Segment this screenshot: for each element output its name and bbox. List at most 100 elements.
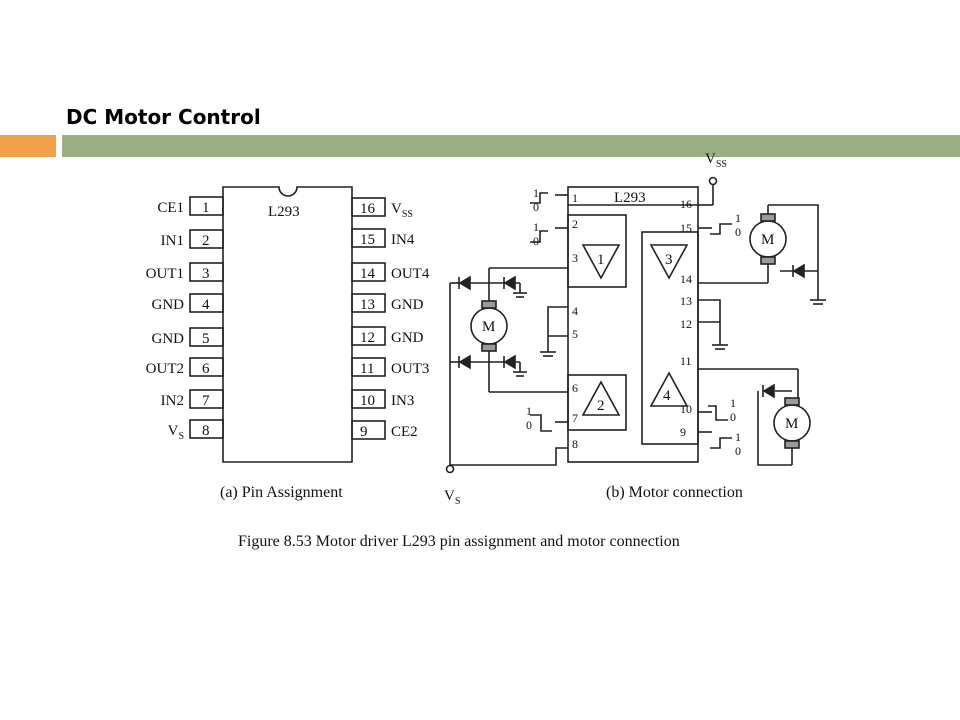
motor-1-label: M	[482, 319, 495, 335]
pin-number: 13	[360, 297, 375, 313]
right-pin-box	[351, 197, 386, 217]
logic-low-label: 0	[526, 418, 532, 432]
chip-pin-number: 6	[572, 381, 578, 395]
left-pin-box	[189, 419, 224, 439]
motor-connection-diagram	[445, 176, 826, 474]
driver-4-triangle	[649, 371, 689, 407]
pin-number: 10	[360, 393, 375, 409]
logic-high-label: 1	[533, 186, 539, 200]
pin-number: 1	[202, 200, 210, 216]
pin-number: 12	[360, 330, 375, 346]
logic-low-label: 0	[735, 444, 741, 458]
left-pin-box	[189, 262, 224, 282]
driver-2-triangle	[581, 380, 621, 416]
chip-label-b: L293	[614, 190, 646, 206]
vs-terminal	[445, 464, 455, 474]
vs-label: VS	[444, 488, 460, 507]
vss-label: VSS	[705, 151, 727, 170]
pin-number: 4	[202, 297, 210, 313]
driver-3-triangle	[649, 244, 689, 280]
pin-number: 16	[360, 201, 376, 217]
chip-pin-number: 16	[680, 197, 692, 211]
logic-high-label: 1	[735, 430, 741, 444]
pin-number: 11	[360, 361, 374, 377]
pin-name: GND	[152, 331, 185, 347]
pin-name: CE1	[157, 200, 184, 216]
pin-name: OUT3	[391, 361, 429, 377]
left-pin-box	[189, 357, 224, 377]
left-pin-box	[189, 293, 224, 313]
chip-pin-number: 1	[572, 191, 578, 205]
driver-2-label: 2	[597, 398, 605, 414]
pin-number: 8	[202, 423, 210, 439]
logic-low-label: 0	[533, 234, 539, 248]
driver-3-label: 3	[665, 252, 673, 268]
logic-high-label: 1	[533, 220, 539, 234]
chip-pin-number: 4	[572, 304, 578, 318]
motor-connection-caption: (b) Motor connection	[606, 484, 743, 501]
chip-pin-number: 8	[572, 437, 578, 451]
logic-high-label: 1	[730, 396, 736, 410]
chip-pin-number: 15	[680, 221, 692, 235]
l293-chip-body	[567, 186, 699, 463]
logic-high-label: 1	[735, 211, 741, 225]
pin-number: 5	[202, 331, 210, 347]
pin-name: IN2	[161, 393, 184, 409]
pin-assignment-caption: (a) Pin Assignment	[220, 484, 343, 501]
pin-number: 2	[202, 233, 210, 249]
driver-1-triangle	[581, 244, 621, 280]
chip-label-a: L293	[268, 204, 300, 220]
figure-caption: Figure 8.53 Motor driver L293 pin assign…	[238, 533, 680, 550]
chip-pin-number: 13	[680, 294, 692, 308]
left-pin-box	[189, 327, 224, 347]
right-pin-box	[351, 326, 386, 346]
chip-pin-number: 12	[680, 317, 692, 331]
chip-pin-number: 11	[680, 354, 692, 368]
pin-number: 14	[360, 266, 376, 282]
driver-4-label: 4	[663, 388, 671, 404]
vss-terminal	[708, 176, 718, 186]
pin-number: 3	[202, 266, 210, 282]
motor-2	[749, 213, 787, 265]
pin-name: OUT4	[391, 266, 430, 282]
logic-low-label: 0	[730, 410, 736, 424]
header-divider-bar	[62, 135, 960, 157]
pin-name: IN4	[391, 232, 415, 248]
chip-pin-number: 5	[572, 327, 578, 341]
pin-assignment-diagram	[189, 186, 386, 463]
pin-number: 6	[202, 361, 210, 377]
pin-name: GND	[391, 330, 424, 346]
right-pin-box	[351, 262, 386, 282]
logic-high-label: 1	[526, 404, 532, 418]
chip-pin-number: 10	[680, 402, 692, 416]
pin-name: VSS	[391, 201, 413, 220]
pin-name: VS	[168, 423, 184, 442]
pin-name: IN3	[391, 393, 414, 409]
left-pin-box	[189, 196, 224, 216]
logic-low-label: 0	[533, 200, 539, 214]
left-pin-box	[189, 389, 224, 409]
logic-low-label: 0	[735, 225, 741, 239]
left-pin-box	[189, 229, 224, 249]
chip-pin-number: 14	[680, 272, 692, 286]
chip-pin-number: 9	[680, 425, 686, 439]
motor-2-label: M	[761, 232, 774, 248]
driver-1-label: 1	[597, 252, 605, 268]
slide-title: DC Motor Control	[66, 105, 261, 129]
right-pin-box	[351, 293, 386, 313]
chip-pin-number: 3	[572, 251, 578, 265]
pin-name: CE2	[391, 424, 418, 440]
pin-name: OUT2	[146, 361, 184, 377]
right-pin-box	[351, 228, 386, 248]
pin-number: 7	[202, 393, 210, 409]
pin-name: IN1	[161, 233, 184, 249]
dip-package-outline	[222, 186, 353, 463]
right-pin-box	[351, 357, 386, 377]
pin-name: GND	[152, 297, 185, 313]
pin-name: GND	[391, 297, 424, 313]
pin-number: 15	[360, 232, 375, 248]
motor-3-label: M	[785, 416, 798, 432]
header-accent-bar	[0, 135, 56, 157]
chip-pin-number: 7	[572, 411, 578, 425]
